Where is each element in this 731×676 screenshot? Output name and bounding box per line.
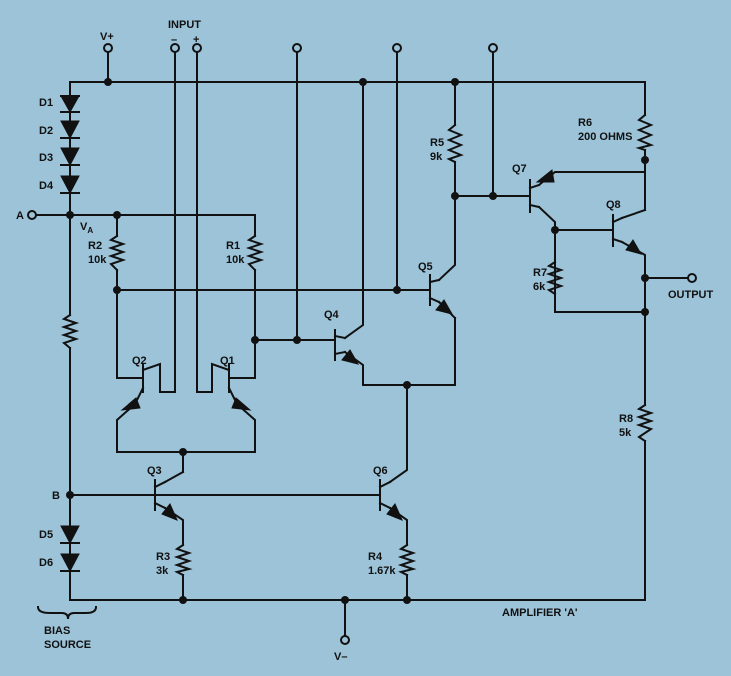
label-input-plus: +	[193, 34, 199, 46]
diode-d5	[60, 525, 80, 545]
label-r7-value: 6k	[533, 281, 546, 293]
label-q7: Q7	[512, 163, 527, 175]
label-node-a: A	[16, 210, 24, 222]
terminal-top-3[interactable]	[488, 43, 498, 53]
terminal-top-2[interactable]	[392, 43, 402, 53]
label-r5-value: 9k	[430, 151, 443, 163]
label-r3-value: 3k	[156, 565, 169, 577]
label-d2: D2	[39, 125, 53, 137]
label-input-minus: –	[171, 34, 177, 46]
label-bias-source-1: BIAS	[44, 625, 70, 637]
label-q2: Q2	[132, 355, 147, 367]
labels: V+ INPUT – + A VA B OUTPUT V– D1 D2 D3 D…	[16, 19, 714, 663]
label-title: AMPLIFIER 'A'	[502, 607, 578, 619]
label-q8: Q8	[606, 199, 621, 211]
label-d4: D4	[39, 180, 54, 192]
junctions	[66, 78, 649, 604]
transistor-q2	[120, 362, 176, 411]
label-r2-name: R2	[88, 240, 102, 252]
label-q3: Q3	[147, 465, 162, 477]
terminal-vplus[interactable]	[103, 43, 113, 53]
diode-d2	[60, 120, 80, 140]
transistor-q3	[153, 479, 178, 521]
label-r5-name: R5	[430, 137, 444, 149]
label-r2-value: 10k	[88, 254, 107, 266]
label-r7-name: R7	[533, 267, 547, 279]
label-r4-value: 1.67k	[368, 565, 396, 577]
resistor-r5	[446, 123, 464, 164]
label-q6: Q6	[373, 465, 388, 477]
label-r8-value: 5k	[619, 427, 632, 439]
transistor-q4	[333, 329, 360, 365]
label-d1: D1	[39, 97, 53, 109]
terminal-output[interactable]	[687, 273, 697, 283]
transistor-q5	[428, 274, 454, 315]
label-vminus: V–	[334, 651, 347, 663]
label-r6-value: 200 OHMS	[578, 131, 632, 143]
terminal-input-plus[interactable]	[192, 43, 202, 53]
resistor-r6	[635, 113, 655, 152]
transistor-q6	[378, 479, 403, 521]
diode-d3	[60, 147, 80, 167]
label-input: INPUT	[168, 19, 201, 31]
label-node-b: B	[52, 490, 60, 502]
resistor-r7	[545, 260, 565, 296]
label-q1: Q1	[220, 355, 235, 367]
label-r3-name: R3	[156, 551, 170, 563]
label-r8-name: R8	[619, 413, 633, 425]
transistor-q1	[196, 362, 252, 411]
label-bias-source-2: SOURCE	[44, 639, 91, 651]
label-d6: D6	[39, 557, 53, 569]
label-vplus: V+	[100, 31, 114, 43]
terminal-node-a[interactable]	[27, 210, 37, 220]
diode-d4	[60, 175, 80, 195]
wires	[34, 51, 689, 637]
label-q5: Q5	[418, 261, 433, 273]
label-q4: Q4	[324, 309, 340, 321]
label-d5: D5	[39, 529, 53, 541]
terminal-top-1[interactable]	[292, 43, 302, 53]
diode-d1	[60, 95, 80, 114]
label-r1-name: R1	[226, 240, 240, 252]
label-d3: D3	[39, 152, 53, 164]
resistor-r3	[173, 543, 193, 577]
terminal-vminus[interactable]	[340, 635, 350, 645]
label-r1-value: 10k	[226, 254, 245, 266]
diode-d6	[60, 553, 80, 573]
resistor-bias	[60, 313, 80, 350]
resistor-r4	[397, 543, 417, 577]
transistor-q8	[611, 214, 643, 255]
resistor-r2	[107, 234, 127, 272]
label-r4-name: R4	[368, 551, 383, 563]
bias-source-brace	[36, 605, 98, 620]
label-r6-name: R6	[578, 117, 592, 129]
resistor-r8	[635, 403, 655, 443]
terminal-input-minus[interactable]	[170, 43, 180, 53]
transistor-q7	[528, 169, 555, 213]
resistor-r1	[245, 234, 265, 272]
label-output: OUTPUT	[668, 289, 714, 301]
label-va: VA	[80, 221, 93, 235]
